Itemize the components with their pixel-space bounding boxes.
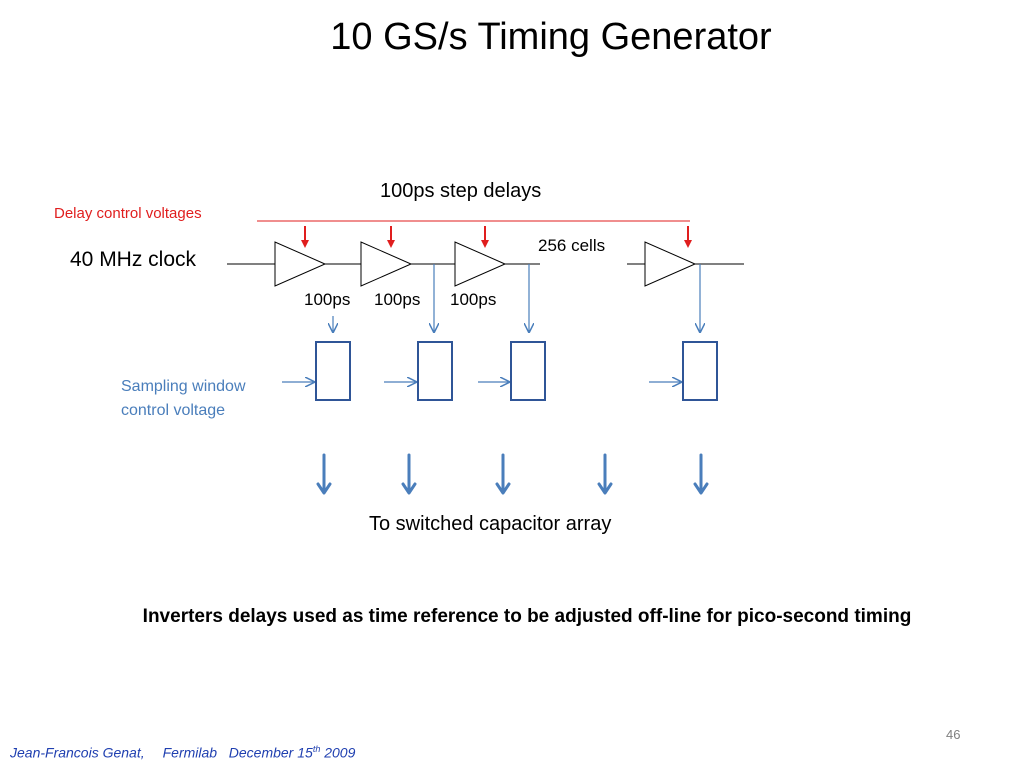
- delay-value-label: 100ps: [450, 290, 497, 309]
- footer-author: Jean-Francois Genat,: [10, 744, 145, 761]
- clock-label: 40 MHz clock: [70, 248, 197, 271]
- slide-title: 10 GS/s Timing Generator: [330, 16, 772, 58]
- inverter-1: [274, 241, 327, 287]
- inverter-3: [454, 241, 507, 287]
- output-label: To switched capacitor array: [369, 513, 612, 535]
- footer-year: 2009: [324, 744, 356, 761]
- output-arrow: [597, 453, 613, 495]
- sampling-cell: [315, 341, 351, 401]
- inverter-2: [360, 241, 413, 287]
- delay-control-arrows: [301, 226, 692, 248]
- inverter-chain: [274, 241, 697, 287]
- output-arrow: [401, 453, 417, 495]
- cells-count-label: 256 cells: [538, 236, 606, 255]
- delay-value-label: 100ps: [304, 290, 351, 309]
- summary-text: Inverters delays used as time reference …: [142, 606, 912, 627]
- delay-value-label: 100ps: [374, 290, 421, 309]
- output-arrows: [316, 453, 709, 495]
- sampling-window-label: Sampling window control voltage: [121, 375, 291, 423]
- step-delays-label: 100ps step delays: [380, 180, 542, 202]
- footer-date-suffix: th: [312, 744, 321, 754]
- footer: Jean-Francois Genat, Fermilab December 15…: [10, 744, 355, 761]
- output-arrow: [316, 453, 332, 495]
- delay-control-label: Delay control voltages: [54, 205, 202, 222]
- sampling-cell: [510, 341, 546, 401]
- output-arrow: [495, 453, 511, 495]
- sampling-cell: [682, 341, 718, 401]
- inverter-256: [644, 241, 697, 287]
- sampling-label-line: Sampling window: [121, 378, 246, 395]
- page-number: 46: [946, 727, 961, 742]
- sampling-cell: [417, 341, 453, 401]
- output-arrow: [693, 453, 709, 495]
- tap-arrows: [333, 264, 700, 332]
- footer-date: December 15: [228, 744, 313, 761]
- sampling-label-line: control voltage: [121, 402, 226, 419]
- sampling-cells: [315, 341, 718, 401]
- footer-lab: Fermilab: [162, 744, 218, 761]
